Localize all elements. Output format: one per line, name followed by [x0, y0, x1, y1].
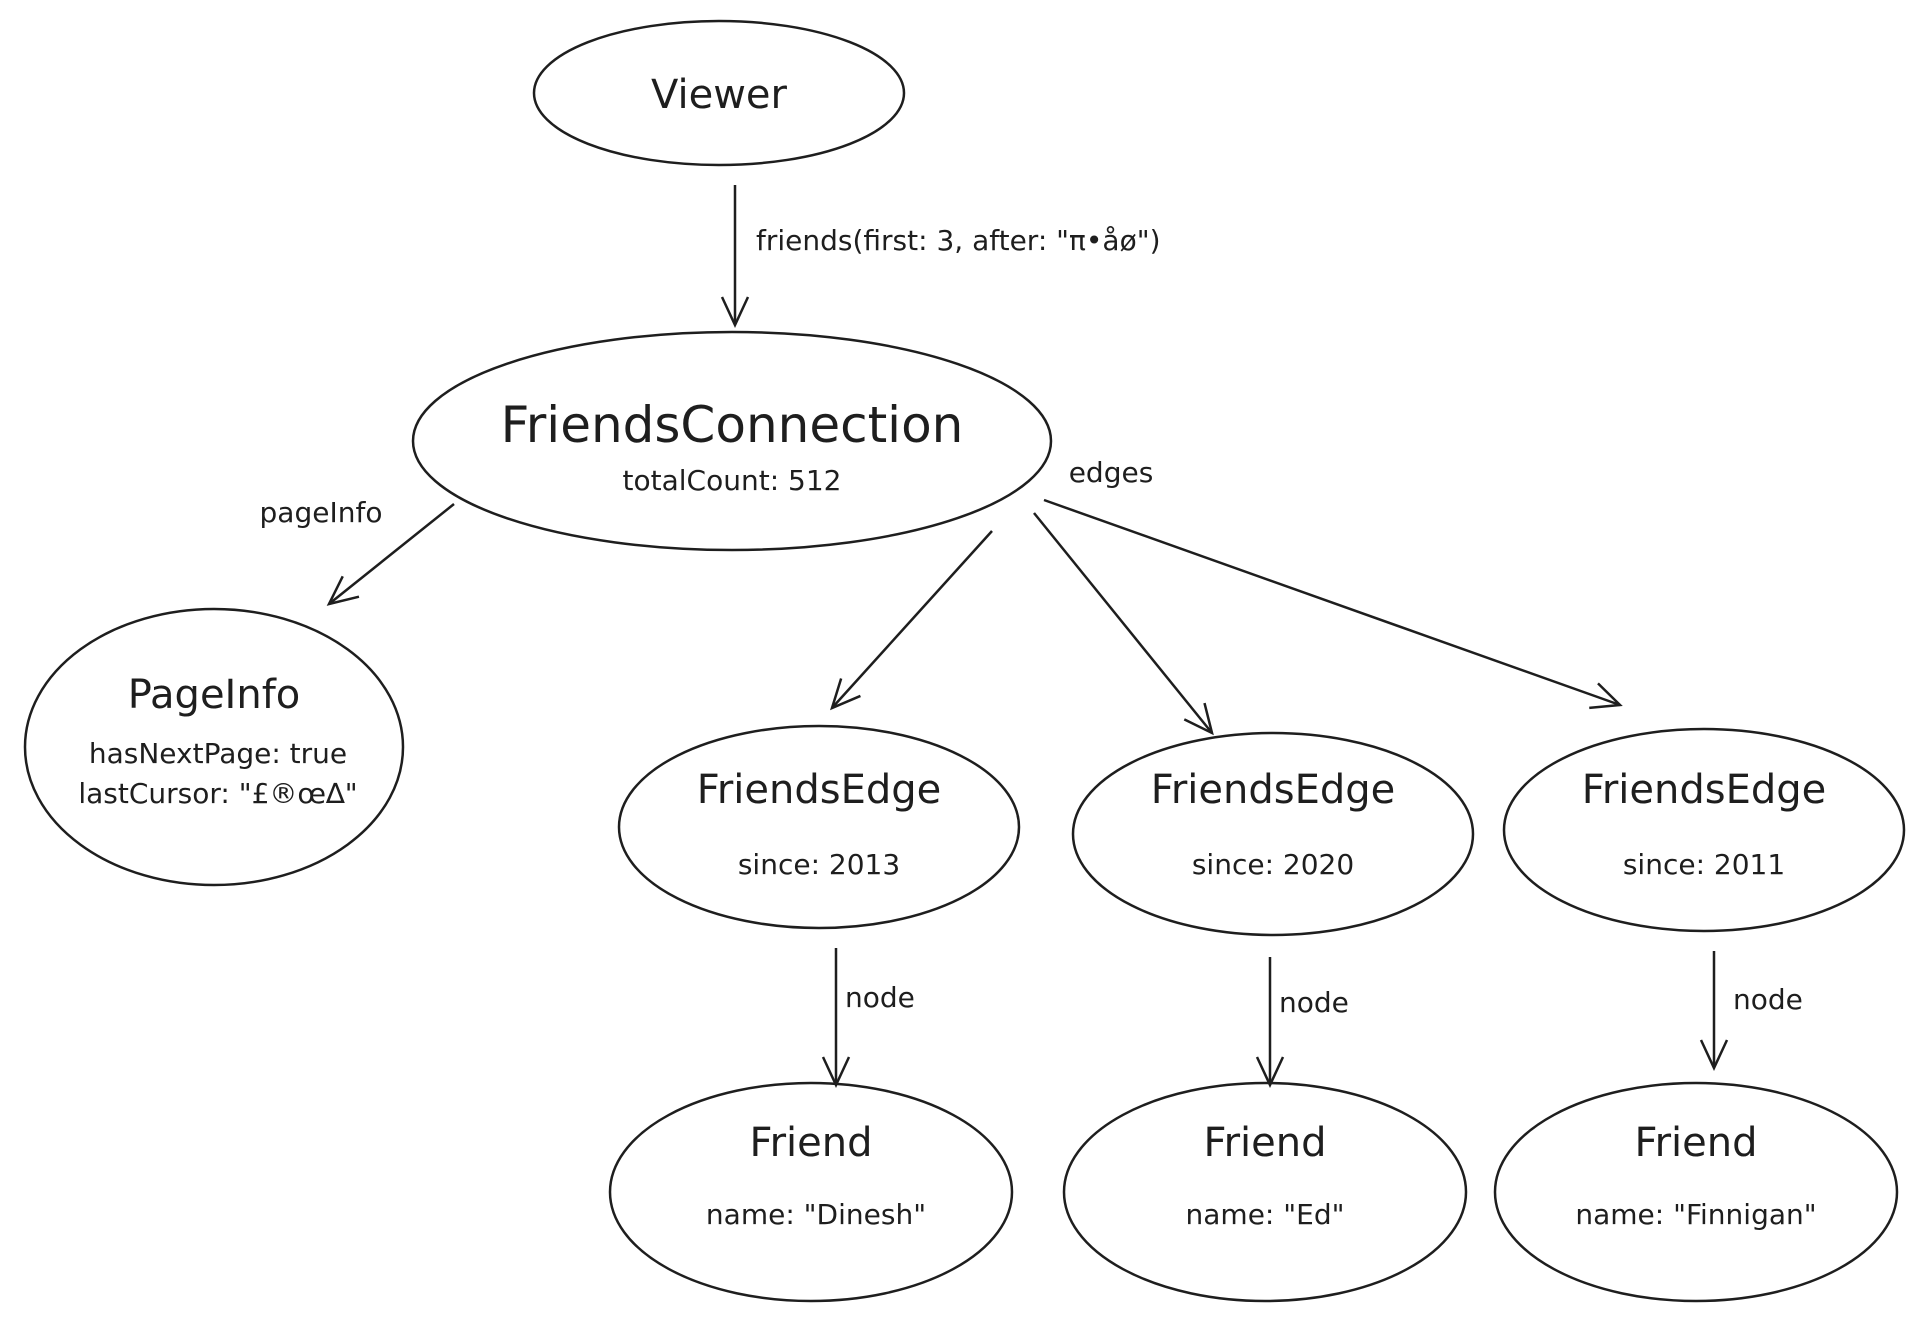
friends-edge-node[interactable]: FriendsEdge since: 2020 — [1071, 731, 1475, 937]
friend-title: Friend — [1203, 1120, 1326, 1166]
node-label: node — [1733, 983, 1803, 1016]
page-info-node[interactable]: PageInfo hasNextPage: true lastCursor: "… — [23, 607, 405, 887]
friends-edge-since: since: 2013 — [738, 848, 900, 881]
friends-connection-title: FriendsConnection — [501, 396, 964, 454]
friends-connection-node[interactable]: FriendsConnection totalCount: 512 — [411, 330, 1053, 552]
friend-node[interactable]: Friend name: "Finnigan" — [1493, 1081, 1899, 1303]
friends-edge-node[interactable]: FriendsEdge since: 2011 — [1502, 727, 1906, 933]
friend-node[interactable]: Friend name: "Dinesh" — [608, 1081, 1014, 1303]
page-info-label: pageInfo — [260, 496, 383, 529]
friend-title: Friend — [1634, 1120, 1757, 1166]
total-count: totalCount: 512 — [623, 464, 842, 497]
friends-edge-since: since: 2020 — [1192, 848, 1354, 881]
friends-edge-since: since: 2011 — [1623, 848, 1785, 881]
friend-node[interactable]: Friend name: "Ed" — [1062, 1081, 1468, 1303]
friends-edge-title: FriendsEdge — [697, 767, 942, 813]
edge-arrow-3 — [1043, 498, 1623, 710]
friend-name: name: "Ed" — [1186, 1198, 1345, 1231]
friends-edge-title: FriendsEdge — [1582, 767, 1827, 813]
viewer-title: Viewer — [651, 72, 788, 118]
page-info-arrow — [326, 503, 455, 606]
edge-arrow-2 — [1033, 512, 1214, 736]
friend-name: name: "Dinesh" — [706, 1198, 926, 1231]
node-label: node — [845, 981, 915, 1014]
edge-arrow-1 — [830, 530, 993, 711]
edges-label: edges — [1069, 456, 1154, 489]
page-info-title: PageInfo — [128, 672, 301, 718]
friend-name: name: "Finnigan" — [1575, 1198, 1816, 1231]
has-next-page: hasNextPage: true — [89, 737, 347, 770]
friends-query-label: friends(first: 3, after: "π•åø") — [756, 224, 1161, 257]
friend-title: Friend — [749, 1120, 872, 1166]
friends-edge-title: FriendsEdge — [1151, 767, 1396, 813]
last-cursor: lastCursor: "£®œ∆" — [78, 777, 357, 810]
viewer-node[interactable]: Viewer — [532, 19, 906, 167]
friends-edge-node[interactable]: FriendsEdge since: 2013 — [617, 724, 1021, 930]
node-label: node — [1279, 986, 1349, 1019]
